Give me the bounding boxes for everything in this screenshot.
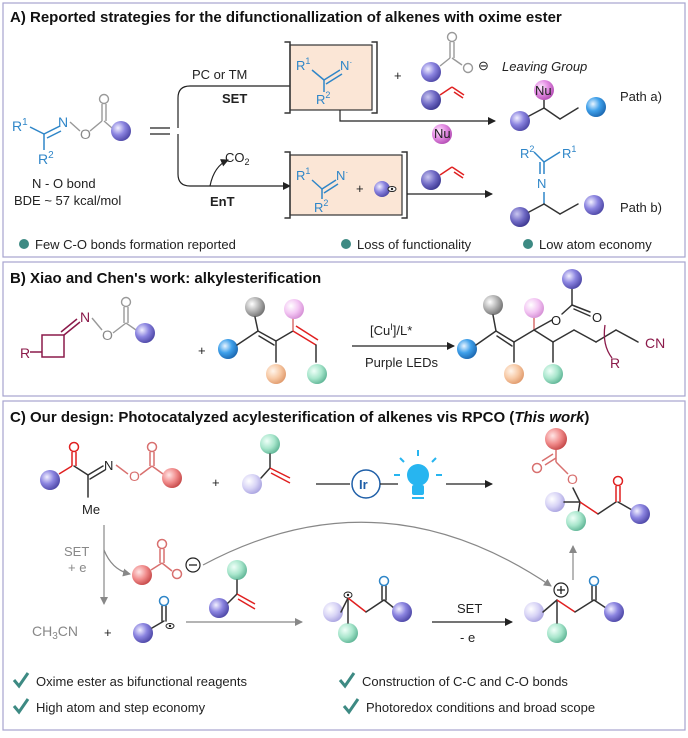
o-label: O xyxy=(80,126,91,142)
check-icon-3 xyxy=(12,698,30,715)
keto-oxime-ester: Me N O xyxy=(40,441,182,517)
bond-label: N - O bond xyxy=(32,176,96,191)
panel-c-heading: C) Our design: Photocatalyzed acylesteri… xyxy=(10,409,589,426)
carboxylate-anion xyxy=(132,538,201,585)
ch3cn-label: CH3CN xyxy=(32,623,78,642)
plus-c2: + xyxy=(104,625,112,640)
product-b-n: N xyxy=(537,176,546,191)
bde-label: BDE ~ 57 kcal/mol xyxy=(14,193,121,208)
iminyl-box-a xyxy=(289,44,373,111)
panel-a xyxy=(2,2,686,258)
iminyl-b-r1: R1 xyxy=(296,166,310,183)
path-a-label: Path a) xyxy=(620,89,662,104)
alkene-b-sphere xyxy=(421,170,441,190)
iminyl-a-r1: R1 xyxy=(296,56,310,73)
check-icon-2 xyxy=(338,672,356,689)
panel-a-heading: A) Reported strategies for the difunctio… xyxy=(10,9,562,26)
product-a: Nu xyxy=(510,80,606,131)
bullet-c2: Construction of C-C and C-O bonds xyxy=(362,674,568,689)
panel-b-heading: B) Xiao and Chen's work: alkylesterifica… xyxy=(10,270,321,287)
cn-label: CN xyxy=(645,335,665,351)
me-label: Me xyxy=(82,502,100,517)
ent-label: EnT xyxy=(210,194,235,209)
cyclobutanone-oxime-ester: R N O xyxy=(20,296,155,361)
purple-leds-label: Purple LEDs xyxy=(365,355,438,370)
bullet-a3: Low atom economy xyxy=(539,237,652,252)
plus-a: + xyxy=(394,68,402,83)
ir-label: Ir xyxy=(359,477,368,492)
alkene-mechanism xyxy=(209,560,256,618)
cation-intermediate xyxy=(524,575,624,643)
acyl-radical xyxy=(133,595,175,643)
n-label: N xyxy=(58,114,68,130)
oxime-ester-structure: R1 R2 N O N - O bond BDE ~ 57 kcal/mol xyxy=(12,93,131,208)
c-o-label: O xyxy=(129,468,140,484)
pc-tm-label: PC or TM xyxy=(192,67,247,82)
check-icon-4 xyxy=(342,698,360,715)
bullet-c4: Photoredox conditions and broad scope xyxy=(366,700,595,715)
plus-e-label: + e xyxy=(68,560,86,575)
set-label: SET xyxy=(222,91,247,106)
alkylesterification-product: O O R CN xyxy=(457,269,665,384)
bullet-dot-a2 xyxy=(341,239,351,249)
bullet-a2: Loss of functionality xyxy=(357,237,472,252)
bullet-dot-a1 xyxy=(19,239,29,249)
acylesterification-product: O xyxy=(531,428,650,531)
bullet-a1: Few C-O bonds formation reported xyxy=(35,237,236,252)
iminyl-b-r2: R2 xyxy=(314,198,328,215)
minus-sign: ⊖ xyxy=(478,58,489,73)
co2-label: CO2 xyxy=(225,150,250,167)
carboxylate-sphere xyxy=(421,62,441,82)
r1-label: R1 xyxy=(12,117,28,134)
bullet-c3: High atom and step economy xyxy=(36,700,206,715)
radical-intermediate xyxy=(323,575,412,643)
c-n-label: N xyxy=(104,458,113,473)
bullet-dot-a3 xyxy=(523,239,533,249)
plus-b: + xyxy=(356,181,364,196)
product-c-o-label: O xyxy=(567,471,578,487)
product-b-r1: R1 xyxy=(562,144,576,161)
diene-substrate xyxy=(218,297,327,384)
set2-label: SET xyxy=(457,601,482,616)
ester-o-label: O xyxy=(551,313,561,328)
b-o-label: O xyxy=(102,327,113,343)
leaving-group-label: Leaving Group xyxy=(502,59,587,74)
iminyl-a-r2: R2 xyxy=(316,90,330,107)
ester-carbonyl-o: O xyxy=(592,310,602,325)
check-icon-1 xyxy=(12,672,30,689)
r2-label: R2 xyxy=(38,150,54,167)
minus-e-label: - e xyxy=(460,630,475,645)
alkene-a-sphere xyxy=(421,90,441,110)
nu-sphere-a xyxy=(432,124,452,144)
product-r-label: R xyxy=(610,355,620,371)
cu-catalyst-label: [CuI]/L* xyxy=(370,322,412,338)
alkene-c xyxy=(242,434,291,494)
b-n-label: N xyxy=(80,309,90,325)
path-b-label: Path b) xyxy=(620,200,662,215)
nu-label-product: Nu xyxy=(535,83,552,98)
plus-b-panel: + xyxy=(198,343,206,358)
panel-c xyxy=(2,400,686,731)
acyl-radical-sphere xyxy=(374,181,390,197)
iminyl-a-n: N· xyxy=(340,57,352,73)
b-r-label: R xyxy=(20,345,30,361)
product-b-r2: R2 xyxy=(520,144,534,161)
acyl-sphere xyxy=(111,121,131,141)
plus-c: + xyxy=(212,475,220,490)
nu-label-a: Nu xyxy=(434,126,451,141)
lightbulb-icon xyxy=(394,450,442,499)
set-plus-label: SET xyxy=(64,544,89,559)
bullet-c1: Oxime ester as bifunctional reagents xyxy=(36,674,247,689)
product-b: R2 R1 N xyxy=(510,144,604,227)
iminyl-b-n: N· xyxy=(336,167,348,183)
